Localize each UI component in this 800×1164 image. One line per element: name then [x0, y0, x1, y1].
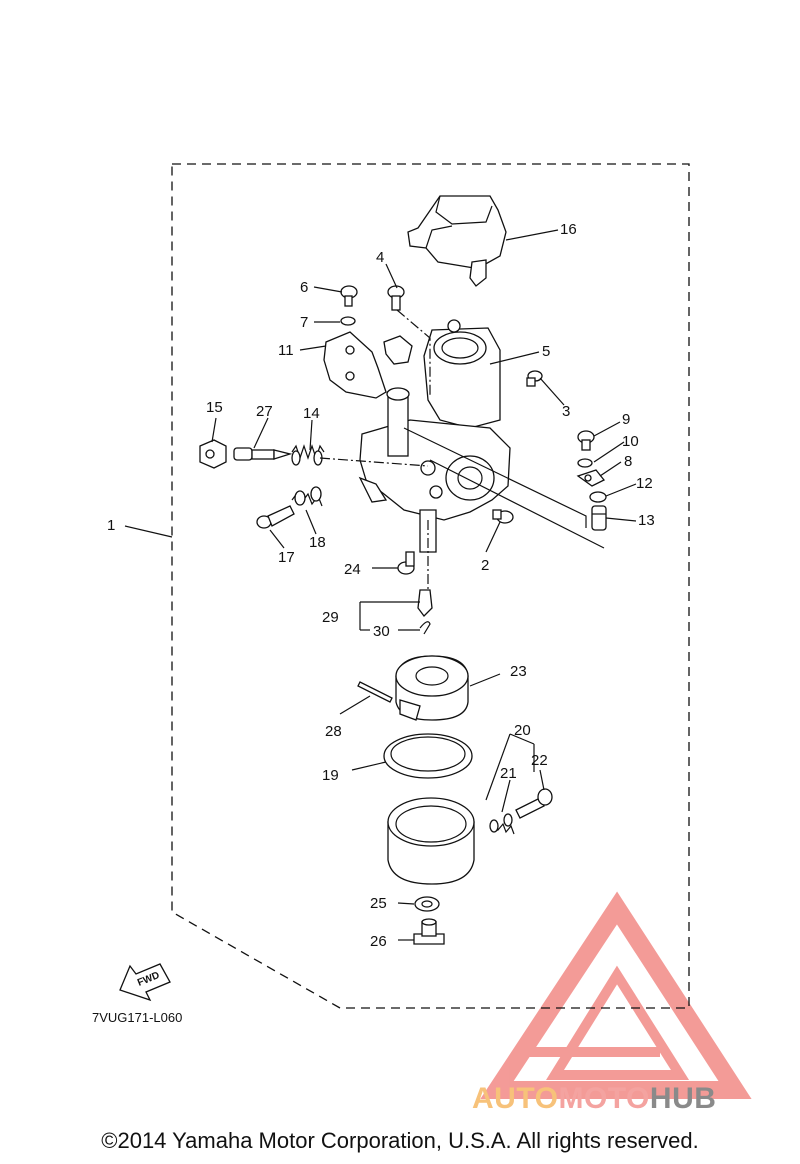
part-gasket-19	[383, 733, 473, 779]
part-screw-4	[387, 285, 405, 311]
part-screw-17	[256, 505, 295, 529]
part-washer-25	[414, 896, 440, 912]
callout-13: 13	[638, 512, 655, 529]
part-intake-neck	[423, 319, 501, 429]
watermark-part-auto: AUTO	[472, 1082, 559, 1115]
callout-15: 15	[206, 399, 223, 416]
leader-lines	[124, 229, 637, 941]
callout-19: 19	[322, 767, 339, 784]
part-spring-18	[291, 486, 323, 507]
callout-21: 21	[500, 765, 517, 782]
assembly-boundary	[171, 163, 690, 1009]
part-pin-28	[357, 681, 393, 703]
part-knob-15	[199, 439, 227, 469]
callout-27: 27	[256, 403, 273, 420]
callout-20: 20	[514, 722, 531, 739]
watermark-triangle-logo	[480, 891, 752, 1099]
copyright-notice: ©2014 Yamaha Motor Corporation, U.S.A. A…	[101, 1128, 699, 1153]
callout-25: 25	[370, 895, 387, 912]
part-bracket-plate	[323, 331, 413, 399]
part-screw-3	[526, 370, 543, 387]
callout-2: 2	[481, 557, 489, 574]
part-float-needle-29	[417, 589, 433, 617]
part-o-ring-12	[589, 491, 607, 503]
callout-26: 26	[370, 933, 387, 950]
diagram-code: 7VUG171-L060	[92, 1010, 183, 1025]
callout-22: 22	[531, 752, 548, 769]
part-clamp-8	[576, 469, 606, 487]
callout-3: 3	[562, 403, 570, 420]
callout-28: 28	[325, 723, 342, 740]
callout-18: 18	[309, 534, 326, 551]
part-float-bowl	[387, 797, 475, 885]
callout-6: 6	[300, 279, 308, 296]
part-carburetor-body	[358, 387, 511, 553]
callout-29: 29	[322, 609, 339, 626]
callout-5: 5	[542, 343, 550, 360]
callout-24: 24	[344, 561, 361, 578]
part-screw-2	[492, 509, 514, 524]
callout-11: 11	[278, 342, 294, 359]
watermark-part-hub: HUB	[649, 1082, 717, 1115]
callout-14: 14	[303, 405, 320, 422]
callout-7: 7	[300, 314, 308, 331]
callout-17: 17	[278, 549, 295, 566]
part-drain-bolt-26	[413, 918, 445, 945]
watermark-part-moto: MOTO	[558, 1082, 650, 1115]
part-screw-9	[577, 430, 595, 451]
part-screw-6	[340, 285, 358, 307]
part-needle-27	[233, 447, 293, 461]
callout-23: 23	[510, 663, 527, 680]
callout-8: 8	[624, 453, 632, 470]
part-clip-30	[419, 621, 431, 635]
part-screw-24	[397, 551, 415, 575]
callout-12: 12	[636, 475, 653, 492]
watermark-logo-text: AUTOMOTOHUB	[472, 1082, 716, 1116]
callout-4: 4	[376, 249, 384, 266]
part-spring-21	[489, 813, 515, 835]
part-washer-10	[577, 458, 593, 468]
part-cover	[407, 195, 507, 287]
part-screw-22	[515, 788, 553, 819]
part-float-23	[395, 655, 469, 721]
callout-30: 30	[373, 623, 390, 640]
part-spring-14	[291, 444, 325, 466]
part-washer-7	[340, 316, 356, 326]
callout-labels: 1 2 3 4 5 6 7 8 9 10 11 12 13 14 15 16 1…	[107, 221, 655, 950]
callout-10: 10	[622, 433, 639, 450]
callout-9: 9	[622, 411, 630, 428]
part-jet-13	[591, 505, 607, 531]
callout-16: 16	[560, 221, 577, 238]
fwd-arrow-icon	[119, 963, 171, 1002]
callout-1: 1	[107, 517, 115, 534]
